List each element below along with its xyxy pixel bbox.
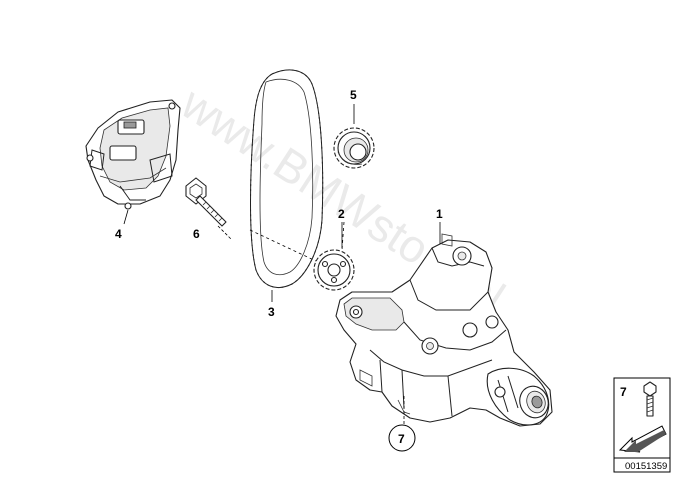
oil-pump-part[interactable] [335,233,553,427]
sprocket-part-5[interactable] [333,127,375,169]
legend-box: 7 00151359 [613,377,671,473]
callout-7-circle [388,424,416,452]
alignment-line-1 [249,229,319,263]
leader-4 [123,209,129,225]
timing-chain-part[interactable] [250,69,324,288]
callout-2: 2 [338,207,345,221]
arrow-down-left-icon [618,425,667,453]
leader-6-dashed [217,225,233,241]
legend-screw-icon [643,381,657,417]
legend-item-number: 7 [620,385,627,399]
bolt-part[interactable] [185,177,227,227]
alignment-line-2 [341,221,345,251]
callout-3: 3 [268,305,275,319]
callout-1: 1 [436,207,443,221]
callout-6: 6 [193,227,200,241]
callout-7: 7 [398,432,405,446]
sprocket-part-2[interactable] [313,249,355,291]
diagram-code: 00151359 [625,461,667,472]
chain-cover-part[interactable] [85,99,181,210]
callout-5: 5 [350,88,357,102]
callout-4: 4 [115,227,122,241]
